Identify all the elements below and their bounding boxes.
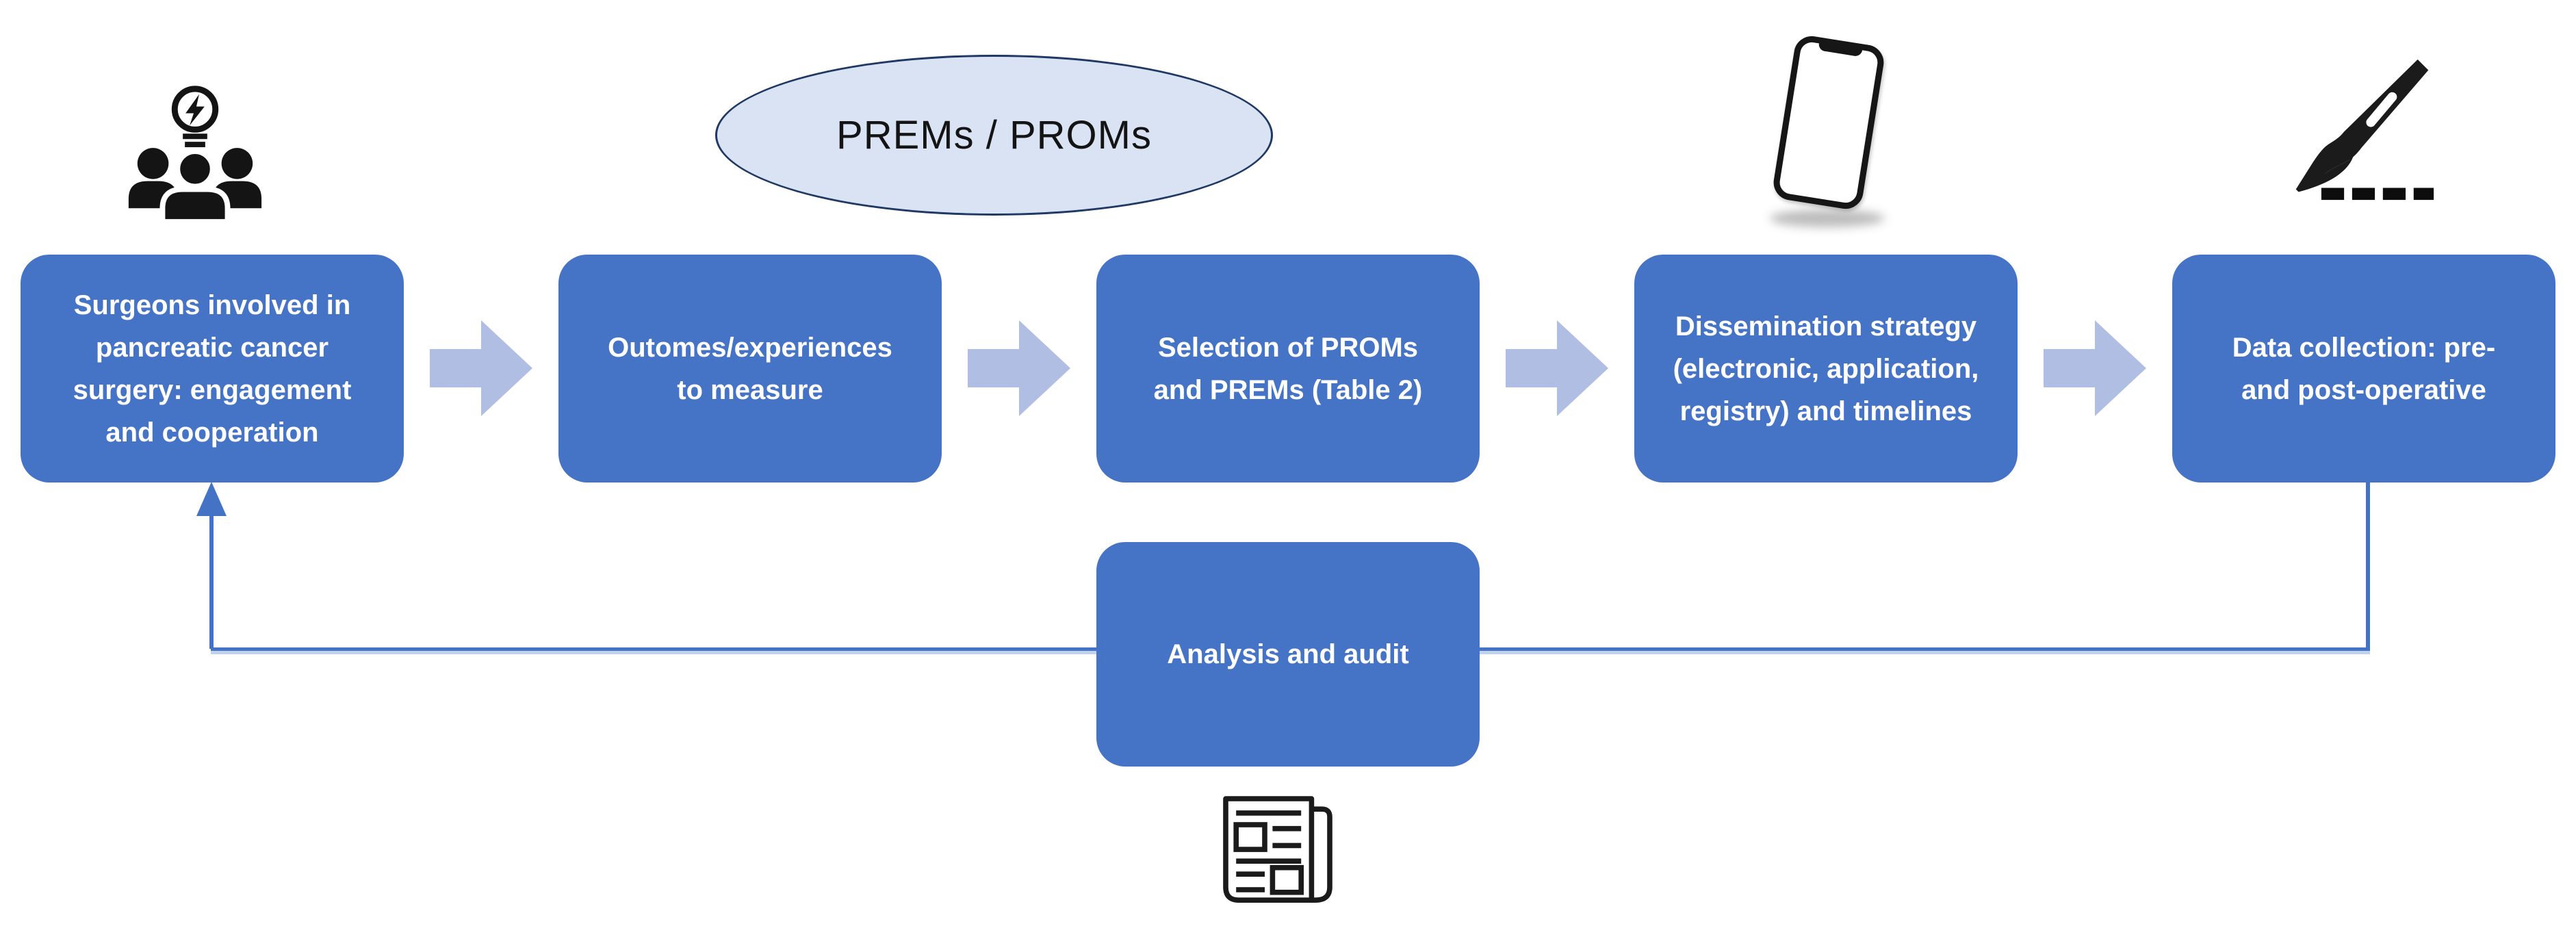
prems-proms-ellipse: PREMs / PROMs: [715, 55, 1273, 216]
block-arrow-right-icon: [1506, 320, 1608, 416]
team-idea-icon: [128, 86, 262, 225]
step-2-label: Outomes/experiences to measure: [608, 332, 892, 405]
step-3-label: Selection of PROMs and PREMs (Table 2): [1153, 332, 1423, 405]
smartphone-icon: [1766, 34, 1903, 227]
newspaper-icon: [1223, 796, 1332, 903]
step-box-3: Selection of PROMs and PREMs (Table 2): [1096, 255, 1480, 483]
step-box-1: Surgeons involved in pancreatic cancer s…: [21, 255, 404, 483]
block-arrow-right-icon: [430, 320, 532, 416]
feedback-line-left: [209, 515, 214, 649]
phone-shadow: [1770, 209, 1885, 227]
feedback-arrow-up-icon: [196, 482, 227, 516]
feedback-line-right: [2366, 481, 2370, 649]
step-box-4: Dissemination strategy (electronic, appl…: [1634, 255, 2018, 483]
lightning-bolt-icon: [185, 94, 205, 126]
analysis-audit-box: Analysis and audit: [1096, 542, 1480, 767]
block-arrow-right-icon: [2044, 320, 2146, 416]
step-box-2: Outomes/experiences to measure: [558, 255, 942, 483]
step-5-label: Data collection: pre- and post-operative: [2232, 332, 2496, 405]
block-arrow-right-icon: [968, 320, 1070, 416]
phone-body: [1770, 34, 1887, 211]
scalpel-icon: [2295, 59, 2434, 201]
step-1-label: Surgeons involved in pancreatic cancer s…: [73, 290, 352, 448]
step-box-5: Data collection: pre- and post-operative: [2172, 255, 2555, 483]
phone-notch: [1818, 42, 1863, 57]
step-4-label: Dissemination strategy (electronic, appl…: [1673, 311, 1979, 426]
analysis-audit-label: Analysis and audit: [1167, 639, 1409, 669]
prems-proms-label: PREMs / PROMs: [836, 113, 1152, 157]
